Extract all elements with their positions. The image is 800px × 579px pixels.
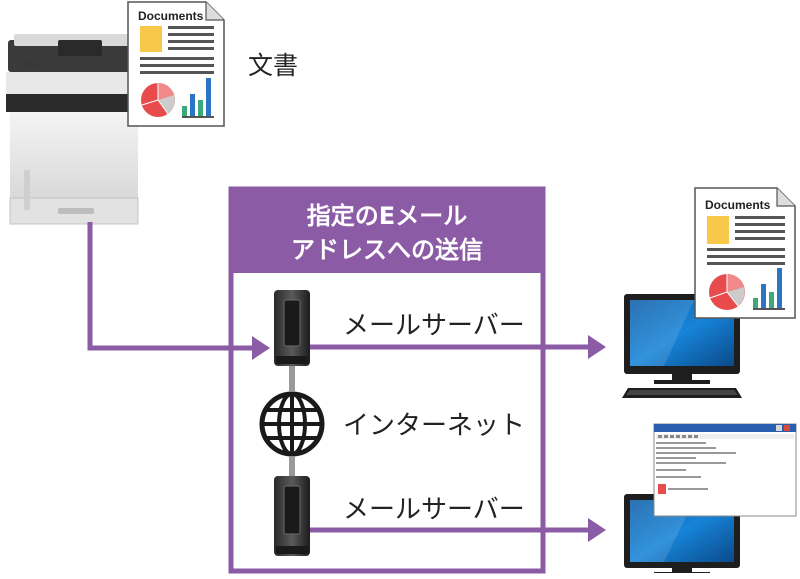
printer-to-server-line [87, 222, 270, 360]
frame-header-line1: 指定のEメール [307, 202, 467, 230]
printer-icon: RICOH [6, 34, 141, 225]
document-title-received: Documents [705, 198, 771, 212]
document-label: 文書 [248, 51, 298, 80]
mail-server-top-label: メールサーバー [343, 311, 525, 341]
email-sending-frame: 指定のEメール アドレスへの送信 [228, 186, 546, 574]
globe-icon [259, 391, 325, 457]
mail-server-bottom-label: メールサーバー [343, 495, 525, 525]
printer-brand-label: RICOH [20, 63, 37, 69]
internet-label: インターネット [343, 411, 525, 441]
server-to-pc-arrow-top [310, 335, 606, 359]
document-icon: Documents [127, 1, 225, 127]
frame-header-line2: アドレスへの送信 [291, 236, 483, 264]
mail-server-icon [274, 290, 310, 366]
email-window-icon [653, 423, 797, 517]
frame-header [231, 189, 543, 273]
server-to-pc-arrow-bottom [310, 518, 606, 542]
document-title: Documents [138, 9, 204, 23]
document-icon: Documents [694, 187, 796, 319]
mail-server-icon [274, 476, 310, 556]
